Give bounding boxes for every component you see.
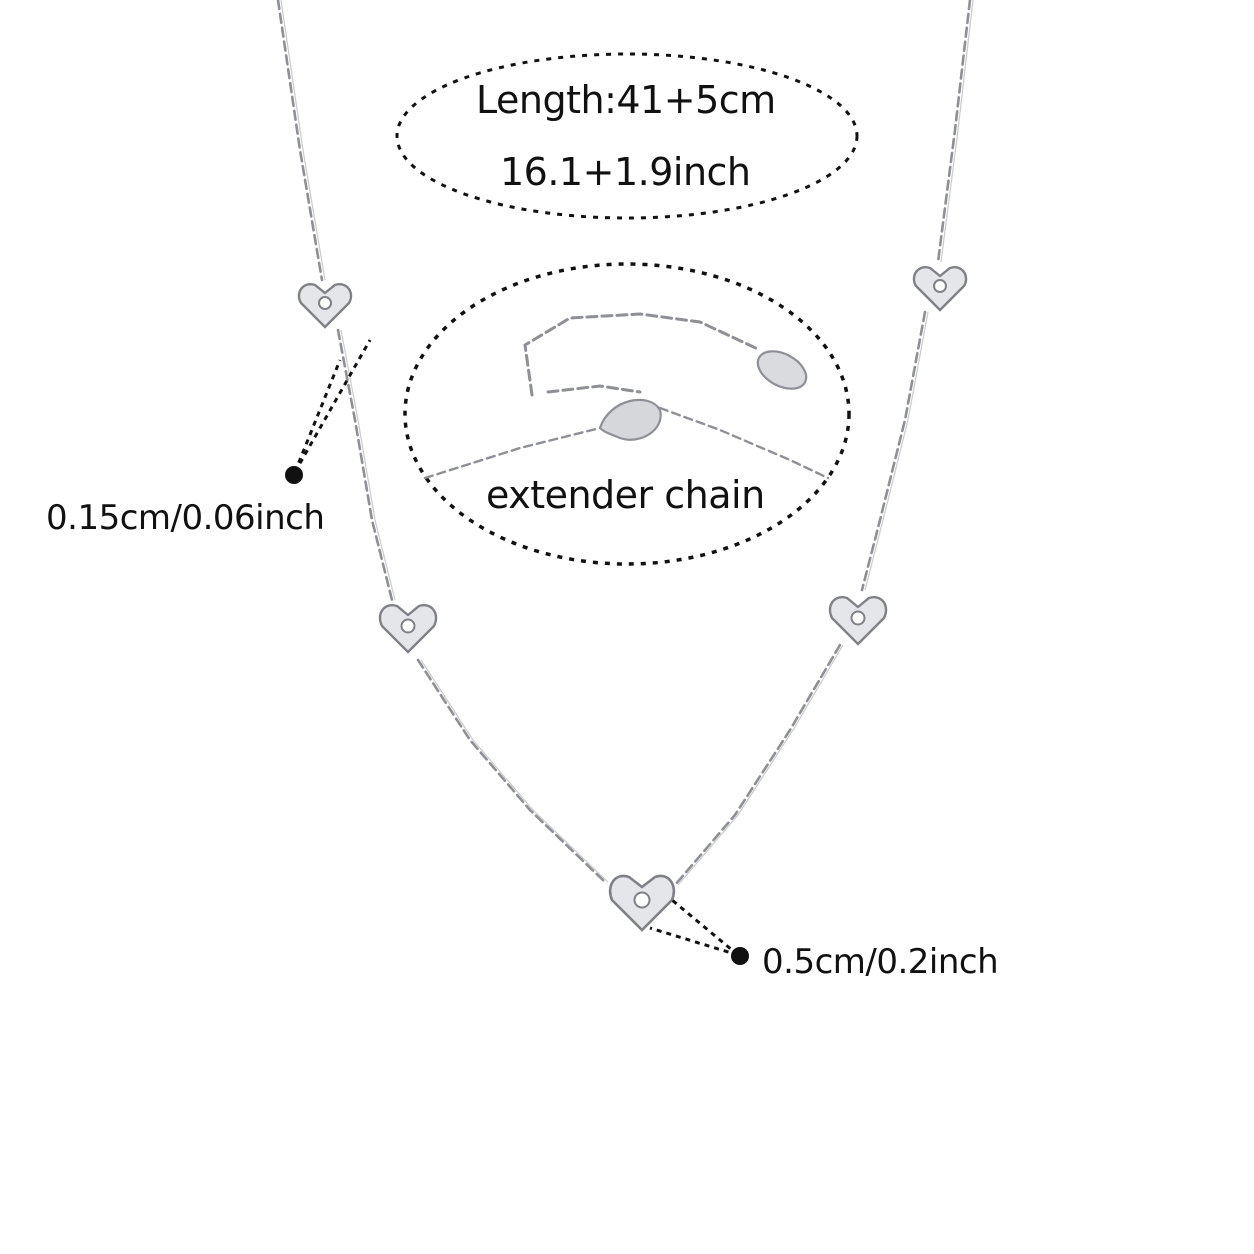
charm-size-dot	[731, 947, 749, 965]
charm-size-label: 0.5cm/0.2inch	[762, 942, 999, 982]
heart-icon	[608, 874, 676, 932]
heart-icon	[828, 596, 888, 646]
charm-size-pointer	[649, 898, 739, 957]
length-callout-ellipse	[395, 52, 859, 220]
extender-tag	[756, 350, 808, 390]
chain-width-pointer	[293, 339, 372, 473]
heart-icon	[912, 266, 968, 312]
length-label-inch: 16.1+1.9inch	[500, 150, 751, 194]
length-label-cm: Length:41+5cm	[476, 78, 776, 122]
heart-icon	[297, 283, 353, 329]
heart-icon	[378, 604, 438, 654]
chain-width-label: 0.15cm/0.06inch	[46, 498, 325, 538]
chain-right	[673, 0, 972, 887]
lobster-clasp	[598, 398, 662, 441]
extender-chain-detail	[423, 312, 830, 480]
chain-left	[276, 0, 607, 884]
extender-chain-label: extender chain	[486, 473, 765, 517]
chain-width-dot	[285, 466, 303, 484]
extender-callout-ellipse	[403, 262, 851, 566]
